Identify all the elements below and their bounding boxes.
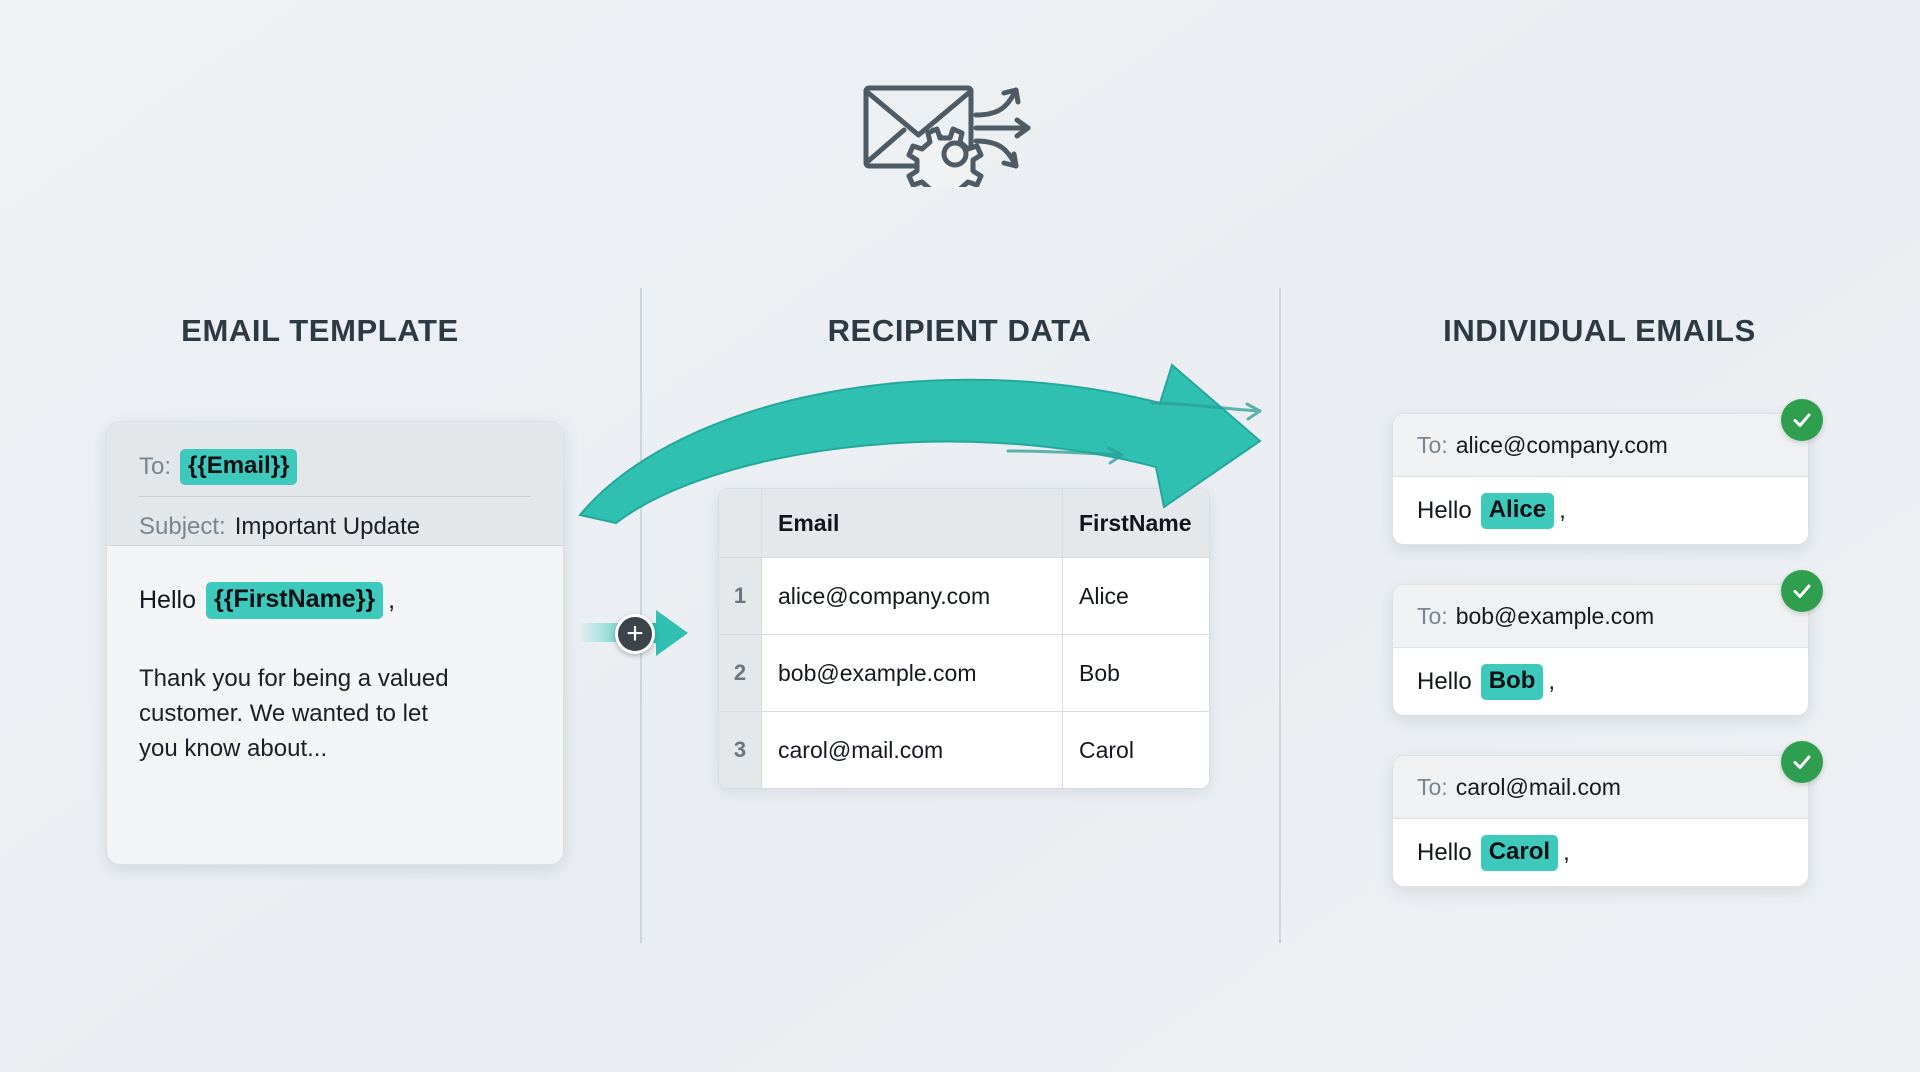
- template-subject-row: Subject: Important Update: [139, 504, 531, 550]
- cell-firstname[interactable]: Alice: [1062, 557, 1209, 635]
- template-body-text: Thank you for being a valued customer. W…: [139, 665, 449, 762]
- output-greeting-word: Hello: [1417, 838, 1472, 866]
- output-to-row: To: bob@example.com: [1393, 585, 1808, 648]
- status-badge-sent: [1781, 741, 1823, 783]
- template-greeting-comma: ,: [388, 586, 396, 614]
- column-header-index[interactable]: [719, 489, 762, 558]
- row-index: 1: [719, 557, 762, 635]
- output-greeting-comma: ,: [1563, 838, 1570, 866]
- table-row[interactable]: 3 carol@mail.com Carol: [719, 711, 1209, 788]
- template-divider: [139, 496, 531, 497]
- page-title-recipient-data: RECIPIENT DATA: [827, 313, 1092, 348]
- output-to-value: carol@mail.com: [1455, 773, 1621, 800]
- column-header-firstname[interactable]: FirstName: [1062, 489, 1209, 558]
- cell-firstname[interactable]: Carol: [1062, 711, 1209, 788]
- cell-email[interactable]: carol@mail.com: [761, 711, 1063, 788]
- template-email-token: {{Email}}: [180, 449, 298, 485]
- cell-firstname[interactable]: Bob: [1062, 634, 1209, 712]
- output-to-label: To:: [1417, 431, 1448, 458]
- plus-icon: +: [626, 617, 644, 650]
- output-greeting-row: Hello Alice ,: [1393, 477, 1808, 544]
- output-to-value: alice@company.com: [1455, 431, 1668, 458]
- output-greeting-row: Hello Bob ,: [1393, 648, 1808, 715]
- output-merged-name: Bob: [1480, 663, 1544, 700]
- check-icon: [1793, 755, 1811, 769]
- table-body: 1 alice@company.com Alice 2 bob@example.…: [719, 557, 1209, 788]
- output-greeting-comma: ,: [1548, 667, 1556, 695]
- template-greeting-line: Hello {{FirstName}} ,: [139, 582, 531, 619]
- merge-plus-badge[interactable]: +: [615, 614, 655, 654]
- output-to-label: To:: [1417, 773, 1448, 800]
- row-index: 3: [719, 711, 762, 788]
- page-title-email-template: EMAIL TEMPLATE: [181, 313, 459, 348]
- email-merge-icon: [860, 72, 1070, 205]
- check-icon: [1793, 413, 1811, 427]
- individual-email-card[interactable]: To: alice@company.com Hello Alice ,: [1392, 413, 1809, 545]
- status-badge-sent: [1781, 399, 1823, 441]
- template-to-row: To: {{Email}}: [139, 444, 531, 490]
- individual-email-card[interactable]: To: bob@example.com Hello Bob ,: [1392, 584, 1809, 716]
- check-icon: [1793, 584, 1811, 598]
- column-header-email[interactable]: Email: [761, 489, 1063, 558]
- template-subject-value: Important Update: [234, 513, 421, 540]
- output-to-row: To: carol@mail.com: [1393, 756, 1808, 819]
- template-firstname-token: {{FirstName}}: [205, 582, 384, 619]
- cell-email[interactable]: alice@company.com: [761, 557, 1063, 635]
- output-to-value: bob@example.com: [1455, 602, 1655, 629]
- cell-email[interactable]: bob@example.com: [761, 634, 1063, 712]
- output-greeting-comma: ,: [1559, 496, 1566, 524]
- table-row[interactable]: 1 alice@company.com Alice: [719, 557, 1209, 635]
- output-to-row: To: alice@company.com: [1393, 414, 1808, 477]
- row-index: 2: [719, 634, 762, 712]
- status-badge-sent: [1781, 570, 1823, 612]
- template-subject-label: Subject:: [139, 513, 226, 540]
- merge-arrow-icon: [642, 610, 688, 656]
- recipient-data-table[interactable]: Email FirstName 1 alice@company.com Alic…: [718, 488, 1210, 789]
- output-to-label: To:: [1417, 602, 1448, 629]
- page-title-individual-emails: INDIVIDUAL EMAILS: [1443, 313, 1756, 348]
- table-row[interactable]: 2 bob@example.com Bob: [719, 634, 1209, 712]
- column-divider-right: [1279, 288, 1281, 943]
- email-template-card[interactable]: To: {{Email}} Subject: Important Update …: [106, 421, 564, 865]
- output-merged-name: Carol: [1480, 834, 1559, 871]
- email-template-body: Hello {{FirstName}} , Thank you for bein…: [107, 546, 563, 766]
- template-greeting-word: Hello: [139, 586, 196, 614]
- output-merged-name: Alice: [1480, 492, 1555, 529]
- trail-arrow-lower: [1006, 446, 1124, 465]
- trail-arrow-upper: [1150, 401, 1262, 421]
- email-template-header: To: {{Email}} Subject: Important Update: [107, 422, 563, 546]
- output-greeting-word: Hello: [1417, 496, 1472, 524]
- output-greeting-word: Hello: [1417, 667, 1472, 695]
- table-header-row: Email FirstName: [719, 489, 1209, 558]
- template-to-label: To:: [139, 453, 172, 480]
- output-greeting-row: Hello Carol ,: [1393, 819, 1808, 886]
- diverging-arrows-icon: [973, 87, 1031, 169]
- individual-email-card[interactable]: To: carol@mail.com Hello Carol ,: [1392, 755, 1809, 887]
